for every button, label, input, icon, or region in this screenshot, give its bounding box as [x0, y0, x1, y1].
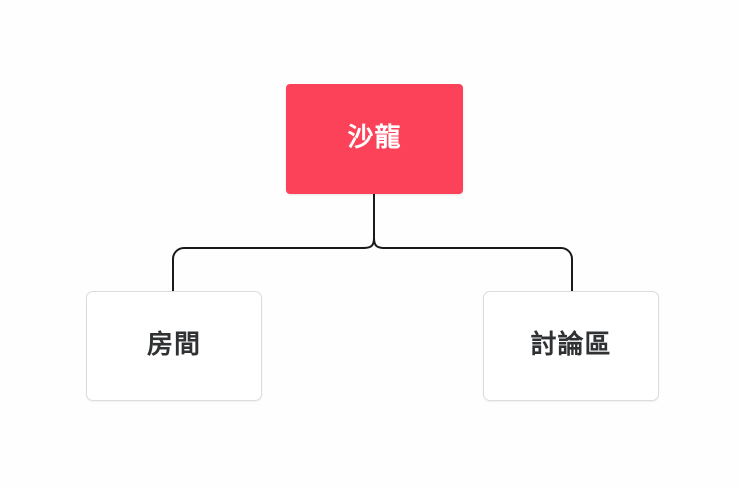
node-root-label: 沙龍	[347, 123, 402, 154]
connector-branch-right	[383, 247, 573, 292]
node-child-left-label: 房間	[146, 330, 201, 361]
node-child-right-label: 討論區	[530, 330, 612, 361]
node-child-left[interactable]: 房間	[86, 291, 262, 401]
connector-stem-left-flare	[362, 237, 375, 249]
node-child-right[interactable]: 討論區	[483, 291, 659, 401]
connector-branch-left	[172, 247, 365, 292]
connector-stem	[373, 193, 386, 249]
node-root[interactable]: 沙龍	[286, 84, 463, 194]
